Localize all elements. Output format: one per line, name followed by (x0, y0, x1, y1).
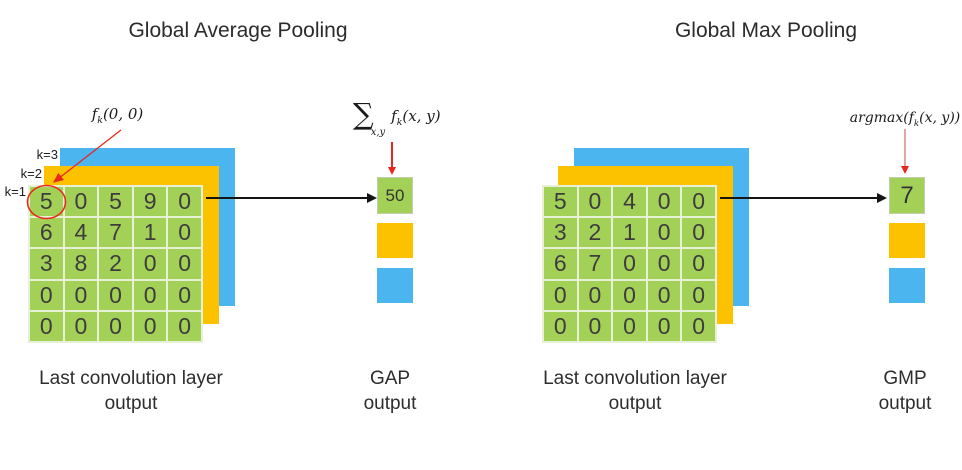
grid-cell: 5 (544, 187, 577, 217)
gmp-flow-arrow (720, 193, 887, 203)
grid-cell: 0 (99, 280, 132, 310)
layer-label-k3: k=3 (36, 147, 58, 162)
grid-cell: 4 (613, 187, 646, 217)
grid-cell: 9 (133, 187, 167, 217)
formula-base: f (91, 105, 98, 123)
sigma-function: fk(x, y) (391, 107, 441, 128)
formula-subscript: k (97, 115, 103, 126)
gmp-formula-arrow-shaft (904, 129, 906, 167)
formula-base: f (391, 107, 397, 125)
formula-subscript: k (913, 118, 920, 129)
grid-cell: 0 (578, 280, 612, 310)
gap-output-caption: GAP output (363, 368, 417, 414)
grid-cell: 2 (578, 218, 612, 248)
grid-cell: 0 (682, 280, 715, 310)
grid-cell: 5 (99, 187, 132, 217)
grid-cell: 0 (647, 311, 681, 341)
grid-cell: 0 (99, 311, 132, 341)
grid-cell: 0 (133, 280, 167, 310)
grid-cell: 0 (682, 218, 715, 248)
formula-base: f (908, 110, 914, 126)
grid-cell: 0 (168, 311, 201, 341)
gap-pointer-formula: fk(0, 0) (80, 105, 155, 126)
sigma-symbol: ∑ (353, 97, 374, 131)
grid-cell: 0 (30, 280, 63, 310)
grid-cell: 5 (30, 187, 63, 217)
gap-formula-arrow-head (388, 167, 396, 175)
grid-cell: 0 (578, 187, 612, 217)
gmp-input-caption: Last convolution layer output (543, 368, 727, 414)
gap-output-box-blue (377, 268, 413, 303)
grid-cell: 0 (682, 311, 715, 341)
gmp-output-value: 7 (900, 181, 914, 209)
grid-cell: 0 (647, 218, 681, 248)
gap-output-box-yellow (377, 223, 413, 258)
formula-args: (x, y)) (919, 110, 961, 126)
gap-output-value: 50 (385, 185, 405, 205)
grid-cell: 4 (64, 218, 98, 248)
gap-output-box-green: 50 (377, 177, 413, 214)
layer-label-k2: k=2 (20, 166, 42, 181)
grid-cell: 0 (613, 280, 646, 310)
formula-args: (0, 0) (102, 105, 144, 123)
grid-cell: 0 (64, 280, 98, 310)
grid-cell: 0 (682, 249, 715, 279)
grid-cell: 1 (613, 218, 646, 248)
grid-cell: 0 (613, 249, 646, 279)
highlight-circle (26, 184, 67, 220)
grid-cell: 0 (64, 187, 98, 217)
grid-cell: 0 (578, 311, 612, 341)
gmp-output-box-yellow (889, 223, 925, 258)
sigma-subscript: x,y (370, 127, 386, 138)
pointer-arrow (52, 129, 122, 183)
grid-cell: 0 (30, 311, 63, 341)
gmp-output-caption: GMP output (878, 368, 932, 414)
grid-cell: 7 (99, 218, 132, 248)
grid-cell: 7 (578, 249, 612, 279)
gap-title: Global Average Pooling (128, 19, 348, 42)
gmp-output-box-green: 7 (889, 177, 925, 214)
grid-cell: 2 (99, 249, 132, 279)
grid-cell: 0 (168, 280, 201, 310)
formula-subscript: k (396, 117, 403, 128)
layer-label-k1: k=1 (4, 184, 26, 199)
grid-cell: 3 (30, 249, 63, 279)
grid-cell: 0 (168, 249, 201, 279)
grid-cell: 8 (64, 249, 98, 279)
formula-prefix: argmax( (849, 110, 909, 126)
gmp-formula-arrow-head (901, 166, 909, 174)
gap-formula-arrow-shaft (391, 142, 393, 168)
grid-cell: 1 (133, 218, 167, 248)
grid-cell: 0 (168, 218, 201, 248)
grid-cell: 0 (613, 311, 646, 341)
grid-cell: 0 (168, 187, 201, 217)
gap-output-formula: ∑x,y fk(x, y) (353, 97, 441, 138)
grid-cell: 0 (647, 280, 681, 310)
gap-input-caption: Last convolution layer output (39, 368, 223, 414)
grid-cell: 0 (682, 187, 715, 217)
grid-cell: 0 (544, 280, 577, 310)
grid-cell: 6 (544, 249, 577, 279)
gmp-output-box-blue (889, 268, 925, 303)
grid-cell: 0 (647, 187, 681, 217)
grid-cell: 0 (133, 249, 167, 279)
grid-cell: 0 (133, 311, 167, 341)
gap-flow-arrow (206, 193, 377, 203)
grid-cell: 3 (544, 218, 577, 248)
grid-cell: 0 (544, 311, 577, 341)
gap-annotation-overlay (26, 129, 122, 220)
gmp-title: Global Max Pooling (674, 19, 858, 42)
grid-cell: 0 (647, 249, 681, 279)
grid-cell: 0 (64, 311, 98, 341)
formula-args: (x, y) (402, 107, 441, 125)
grid-cell: 6 (30, 218, 63, 248)
gmp-output-formula: argmax(fk(x, y)) (830, 110, 962, 129)
